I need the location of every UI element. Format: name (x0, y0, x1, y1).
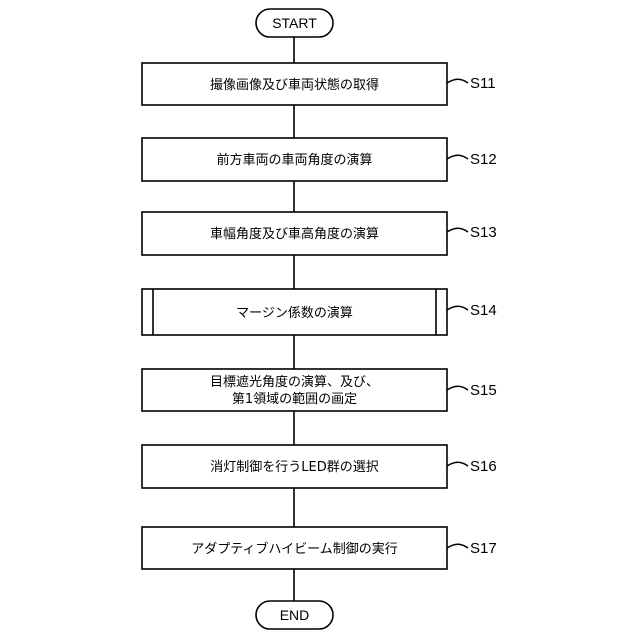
step-label-s14: S14 (470, 302, 497, 319)
step-label-s17: S17 (470, 540, 497, 557)
step-leader-s11 (447, 79, 468, 83)
process-box-s13: 車幅角度及び車高角度の演算 (142, 212, 447, 255)
start-terminal: START (256, 9, 333, 37)
end-terminal: END (256, 601, 333, 629)
end-label: END (280, 607, 310, 623)
step-leader-s17 (447, 544, 468, 548)
process-text-s15-line1: 目標遮光角度の演算、及び、 (210, 374, 379, 390)
process-text-s11: 撮像画像及び車両状態の取得 (210, 77, 379, 93)
subroutine-box-s14: マージン係数の演算 (142, 289, 447, 335)
step-leader-s16 (447, 462, 468, 466)
step-label-s13: S13 (470, 224, 497, 241)
process-text-s12: 前方車両の車両角度の演算 (216, 152, 372, 168)
process-text-s16: 消灯制御を行うLED群の選択 (210, 460, 378, 475)
step-label-s11: S11 (470, 75, 496, 92)
step-label-s12: S12 (470, 151, 497, 168)
process-text-s13: 車幅角度及び車高角度の演算 (210, 226, 379, 242)
process-box-s17: アダプティブハイビーム制御の実行 (142, 527, 447, 569)
process-box-s11: 撮像画像及び車両状態の取得 (142, 63, 447, 105)
step-leader-s14 (447, 306, 468, 310)
start-label: START (272, 15, 317, 31)
step-label-s15: S15 (470, 382, 497, 399)
process-box-s12: 前方車両の車両角度の演算 (142, 138, 447, 181)
process-text-s15-line2: 第1領域の範囲の画定 (232, 391, 357, 407)
process-text-s17: アダプティブハイビーム制御の実行 (191, 541, 398, 557)
process-text-s14: マージン係数の演算 (236, 305, 353, 321)
step-leader-s15 (447, 386, 468, 390)
step-leader-s12 (447, 155, 468, 159)
step-leader-s13 (447, 228, 468, 232)
process-box-s16: 消灯制御を行うLED群の選択 (142, 445, 447, 488)
step-label-s16: S16 (470, 458, 497, 475)
process-box-s15: 目標遮光角度の演算、及び、 第1領域の範囲の画定 (142, 369, 447, 411)
